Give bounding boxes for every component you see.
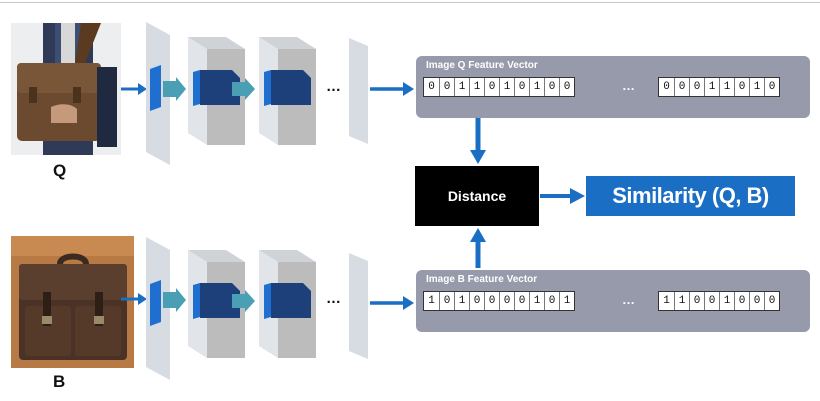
q-bit-cell: 0 [544, 78, 559, 96]
q-network [121, 22, 414, 165]
b-teal-arrow-1 [163, 288, 186, 312]
b-bit-cell: 0 [469, 292, 484, 310]
b-bit-cell: 0 [704, 292, 719, 310]
b-bit-cell: 1 [529, 292, 544, 310]
b-network-ellipsis: … [326, 290, 341, 307]
top-border [0, 2, 820, 3]
b-conv1-feature [200, 283, 240, 318]
q-bit-cell: 0 [428, 81, 435, 93]
q-conv2-kernel [264, 70, 271, 106]
q-bit-cell: 0 [689, 78, 704, 96]
q-bit-cell: 0 [734, 78, 749, 96]
similarity-box: Similarity (Q, B) [586, 176, 795, 216]
b-bit-cell: 0 [749, 292, 764, 310]
b-bit-cell: 0 [514, 292, 529, 310]
q-bit-cell: 0 [663, 81, 670, 93]
b-bag-image [11, 236, 134, 368]
q-bit-cell: 1 [749, 78, 764, 96]
q-feature-vector-title: Image Q Feature Vector [426, 60, 538, 71]
b-bit-cell: 0 [734, 292, 749, 310]
distance-box: Distance [415, 166, 539, 226]
q-bit-cell: 1 [454, 78, 469, 96]
b-bits-ellipsis: … [622, 292, 635, 307]
b-network [121, 237, 414, 380]
b-bit-cell: 1 [674, 292, 689, 310]
q-teal-arrow-2 [232, 78, 255, 100]
q-bit-cell: 1 [499, 78, 514, 96]
distance-to-similarity-arrow-head [570, 188, 585, 204]
b-bit-cell: 0 [439, 292, 454, 310]
q-network-ellipsis: … [326, 78, 341, 95]
b-input-kernel [150, 280, 161, 326]
b-label: B [53, 372, 66, 391]
q-bag-image [11, 23, 121, 155]
b-input-arrow-head [138, 293, 147, 305]
q-bit-cell: 1 [719, 78, 734, 96]
b-bit-cell: 1 [719, 292, 734, 310]
b-final-layer [349, 253, 368, 359]
b-output-arrow-head [403, 296, 414, 310]
q-to-distance-arrow-head [470, 150, 486, 164]
q-output-arrow-head [403, 82, 414, 96]
q-bits-ellipsis: … [622, 78, 635, 93]
b-conv2-feature [271, 283, 311, 318]
q-bit-cell: 1 [704, 78, 719, 96]
q-bit-cell: 1 [469, 78, 484, 96]
b-teal-arrow-2 [232, 290, 255, 312]
q-teal-arrow-1 [163, 77, 186, 101]
q-bit-cell: 0 [559, 78, 574, 96]
q-conv1-kernel [193, 70, 200, 106]
b-conv1-kernel [193, 283, 200, 319]
q-bit-cell: 0 [674, 78, 689, 96]
b-bit-cell: 0 [484, 292, 499, 310]
b-bit-cell: 0 [689, 292, 704, 310]
q-bit-cell: 0 [439, 78, 454, 96]
b-bit-cell: 1 [663, 295, 670, 307]
q-bit-cell: 0 [764, 78, 779, 96]
q-bit-cell: 0 [514, 78, 529, 96]
b-feature-vector-title: Image B Feature Vector [426, 274, 538, 285]
q-conv2-feature [271, 70, 311, 105]
q-conv1-feature [200, 70, 240, 105]
b-to-distance-arrow-head [470, 228, 486, 242]
q-input-arrow-head [138, 83, 147, 95]
q-final-layer [349, 38, 368, 144]
b-bit-cell: 0 [544, 292, 559, 310]
b-bit-cell: 1 [559, 292, 574, 310]
b-bit-cell: 0 [764, 292, 779, 310]
q-bit-cell: 1 [529, 78, 544, 96]
b-conv2-kernel [264, 283, 271, 319]
b-bit-cell: 1 [428, 295, 435, 307]
q-input-kernel [150, 65, 161, 111]
b-bit-cell: 1 [454, 292, 469, 310]
q-bit-cell: 0 [484, 78, 499, 96]
q-label: Q [53, 161, 67, 180]
b-bit-cell: 0 [499, 292, 514, 310]
